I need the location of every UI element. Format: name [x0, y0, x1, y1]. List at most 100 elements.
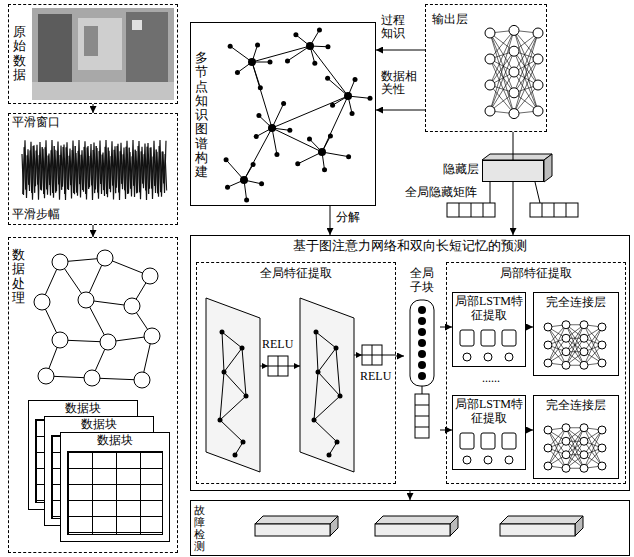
- graph-dot: [330, 103, 335, 108]
- neuron: [533, 54, 543, 64]
- lstm-cell: [502, 433, 516, 449]
- neuron: [485, 80, 495, 90]
- graph-dot: [281, 101, 286, 106]
- lstm-cell: [460, 330, 474, 346]
- slab-front: [255, 524, 330, 536]
- edge-label: 过程知识: [381, 14, 409, 40]
- node-label: 完全连接层: [534, 296, 618, 310]
- graph-dot: [274, 152, 279, 157]
- neuron: [544, 426, 552, 434]
- graph-dot: [222, 370, 227, 375]
- graph-dot: [293, 32, 298, 37]
- line-segment: [268, 366, 288, 367]
- neuron: [562, 321, 570, 329]
- connector: [513, 132, 514, 160]
- node-label: 输出层: [432, 13, 468, 27]
- edge-label: 数据相关性: [381, 70, 421, 96]
- diagram-node: 完全连接层: [533, 395, 619, 479]
- neuron: [544, 341, 552, 349]
- photo: [32, 8, 174, 100]
- line-segment: [242, 348, 246, 396]
- neuron: [580, 424, 588, 432]
- neuron: [509, 25, 519, 35]
- table-grid: [67, 451, 163, 535]
- graph-dot: [312, 61, 317, 66]
- graph-dot: [218, 418, 223, 423]
- node-label: 数据块: [45, 418, 153, 432]
- line-segment: [220, 396, 246, 420]
- node-label: 全局特征提取: [197, 267, 395, 281]
- neuron: [580, 437, 588, 445]
- lstm-cell: [460, 433, 474, 449]
- diagram-node: 输出层: [425, 4, 547, 132]
- diagram-node: 多节点知识图谱构建: [190, 22, 376, 206]
- line-segment: [288, 366, 300, 367]
- lstm-unit: [484, 353, 492, 361]
- vector-cells: [447, 203, 495, 217]
- line-segment: [224, 348, 242, 372]
- neuron: [544, 323, 552, 331]
- neuron: [509, 67, 519, 77]
- neuron: [509, 46, 519, 56]
- graph-vertex: [34, 294, 50, 310]
- line-segment: [298, 152, 322, 164]
- diagram-node: 数据处理数据块数据块数据块: [8, 237, 178, 553]
- graph-vertex: [52, 254, 68, 270]
- node-label: 隐藏层: [443, 163, 479, 177]
- neuron: [580, 348, 588, 356]
- graph-dot: [240, 346, 245, 351]
- neuron: [533, 106, 543, 116]
- neuron: [598, 462, 606, 470]
- column-dot: [418, 350, 426, 358]
- line-segment: [554, 203, 555, 217]
- photo: [84, 26, 98, 56]
- graph-dot: [325, 44, 330, 49]
- photo: [132, 20, 142, 30]
- graph-dot: [327, 453, 332, 458]
- graph-dot: [350, 111, 355, 116]
- graph-hub: [240, 176, 248, 184]
- edge-label: 分解: [336, 211, 360, 224]
- graph-dot: [307, 137, 312, 142]
- neuron: [562, 361, 570, 369]
- line-segment: [252, 62, 272, 128]
- line-segment: [354, 355, 362, 356]
- vector-cells: [415, 394, 429, 438]
- diagram-node: 局部LSTM特征提取: [452, 395, 526, 470]
- connector: [526, 327, 533, 328]
- line-segment: [382, 355, 396, 356]
- column-dot: [418, 361, 426, 369]
- text-label: RELU: [360, 370, 391, 383]
- graph-dot: [287, 128, 292, 133]
- lstm-unit: [505, 353, 513, 361]
- line-segment: [244, 128, 272, 180]
- connector: [410, 491, 411, 500]
- neuron: [562, 334, 570, 342]
- graph-dot: [256, 113, 261, 118]
- line-segment: [483, 203, 484, 217]
- graph-dot: [235, 70, 240, 75]
- line-segment: [287, 46, 310, 61]
- graph-dot: [224, 157, 229, 162]
- slab-front: [375, 524, 450, 536]
- line-segment: [566, 428, 584, 469]
- diagram-node: 平滑窗口平滑步幅: [8, 113, 178, 225]
- text-label: 全局隐藏矩阵: [405, 186, 477, 199]
- graph-dot: [241, 440, 246, 445]
- feature-plane: [300, 298, 354, 472]
- neuron: [544, 359, 552, 367]
- neuron: [580, 451, 588, 459]
- graph-dot: [244, 394, 249, 399]
- graph-dot: [255, 42, 260, 47]
- line-segment: [222, 332, 242, 348]
- neuron: [509, 109, 519, 119]
- line-segment: [310, 46, 348, 96]
- node-label: 局部LSTM特征提取: [454, 295, 524, 323]
- graph-dot: [233, 453, 238, 458]
- line-segment: [422, 386, 423, 394]
- graph-dot: [285, 58, 290, 63]
- graph-dot: [254, 134, 259, 139]
- line-segment: [272, 128, 277, 155]
- lstm-unit: [463, 353, 471, 361]
- neuron: [598, 444, 606, 452]
